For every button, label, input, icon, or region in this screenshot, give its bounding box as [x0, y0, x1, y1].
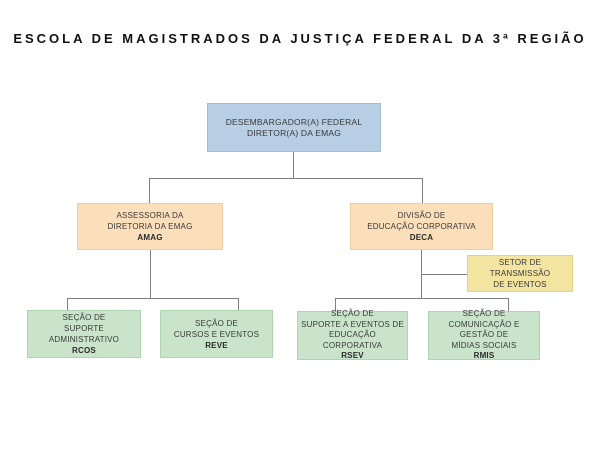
node-line: MÍDIAS SOCIAIS	[451, 340, 517, 350]
node-line: SEÇÃO DE	[62, 313, 106, 322]
node-line: SEÇÃO DE	[462, 309, 506, 319]
node-line: CURSOS E EVENTOS	[173, 329, 260, 339]
node-assessoria-amag: ASSESSORIA DA DIRETORIA DA EMAG AMAG	[77, 203, 223, 250]
connector-amag-children-bar	[67, 298, 238, 299]
node-code: AMAG	[137, 233, 163, 242]
node-secao-rmis: SEÇÃO DE COMUNICAÇÃO E GESTÃO DE MÍDIAS …	[428, 309, 540, 361]
connector-reve-drop	[238, 298, 239, 310]
node-setor-transmissao: SETOR DE TRANSMISSÃO DE EVENTOS	[467, 255, 573, 292]
connector-amag-drop	[149, 178, 150, 203]
connector-rcos-drop	[67, 298, 68, 310]
node-line: DIRETOR(A) DA EMAG	[246, 127, 342, 138]
node-line: SEÇÃO DE	[331, 309, 374, 319]
node-code: RMIS	[473, 351, 495, 361]
connector-level1-bar	[149, 178, 423, 179]
node-secao-reve: SEÇÃO DE CURSOS E EVENTOS REVE	[160, 310, 273, 358]
node-line: SETOR DE	[498, 258, 542, 267]
node-code: REVE	[205, 340, 228, 350]
node-line: DESEMBARGADOR(A) FEDERAL	[225, 116, 363, 127]
connector-deca-children-bar	[335, 298, 508, 299]
connector-rsev-drop	[335, 298, 336, 311]
node-line: ASSESSORIA DA	[116, 211, 184, 220]
node-line: DIRETORIA DA EMAG	[107, 222, 193, 231]
connector-amag-stem	[150, 250, 151, 298]
node-diretor-emag: DESEMBARGADOR(A) FEDERAL DIRETOR(A) DA E…	[207, 103, 381, 152]
node-code: RSEV	[341, 351, 364, 361]
connector-deca-drop	[422, 178, 423, 203]
connector-rmis-drop	[508, 298, 509, 311]
node-line: DIVISÃO DE	[397, 211, 446, 220]
node-line: COMUNICAÇÃO E GESTÃO DE	[448, 319, 520, 340]
node-code: RCOS	[72, 346, 96, 355]
connector-transmissao-branch	[421, 274, 467, 275]
node-code: DECA	[409, 233, 434, 242]
chart-title: ESCOLA DE MAGISTRADOS DA JUSTIÇA FEDERAL…	[13, 31, 587, 46]
node-line: SUPORTE A EVENTOS DE	[301, 319, 404, 329]
node-line: SUPORTE ADMINISTRATIVO	[48, 324, 120, 344]
node-secao-rsev: SEÇÃO DE SUPORTE A EVENTOS DE EDUCAÇÃO C…	[297, 309, 408, 361]
node-secao-rcos: SEÇÃO DE SUPORTE ADMINISTRATIVO RCOS	[27, 310, 141, 358]
node-line: DE EVENTOS	[493, 280, 547, 289]
node-line: SEÇÃO DE	[195, 318, 238, 328]
node-divisao-deca: DIVISÃO DE EDUCAÇÃO CORPORATIVA DECA	[350, 203, 493, 250]
node-line: EDUCAÇÃO CORPORATIVA	[367, 222, 476, 231]
node-line: EDUCAÇÃO CORPORATIVA	[322, 330, 383, 350]
node-line: TRANSMISSÃO	[489, 269, 551, 278]
connector-root-stem	[293, 152, 294, 178]
